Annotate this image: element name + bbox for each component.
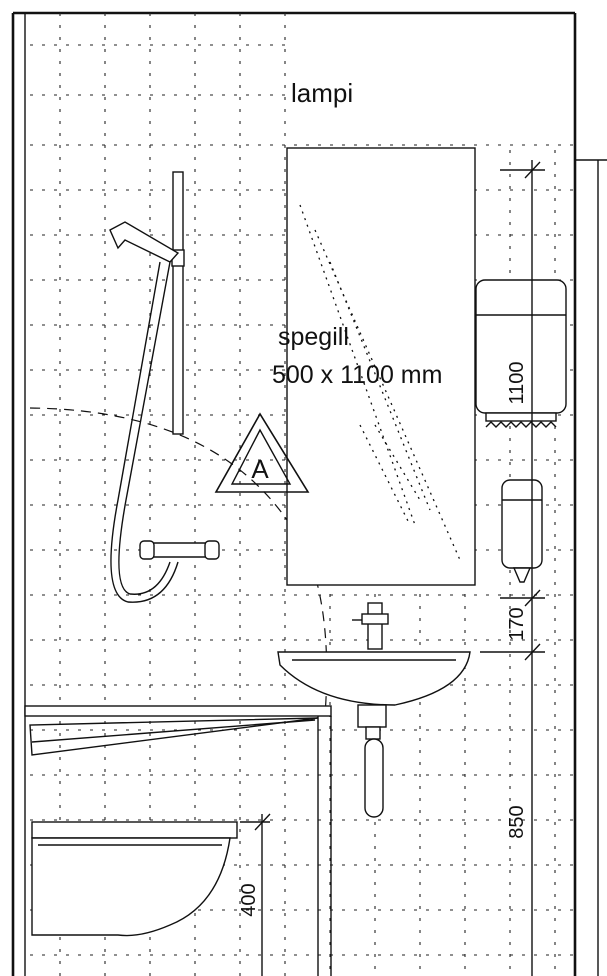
warning-triangle-icon: A [214, 412, 310, 493]
wall-frame [11, 11, 607, 976]
dim-basin-height: 850 [506, 805, 528, 838]
dimension-lines [240, 160, 545, 976]
mirror-label: spegill [278, 323, 349, 351]
wash-basin [277, 602, 471, 818]
mirror [286, 147, 476, 586]
mirror-size-label: 500 x 1100 mm [272, 361, 442, 389]
bench [24, 705, 332, 976]
wall-toilet [31, 821, 238, 937]
dim-toilet-height: 400 [238, 883, 260, 916]
dim-mirror-height: 1100 [506, 361, 528, 404]
lamp-label: lampi [291, 78, 353, 108]
door-swing-arc [29, 407, 328, 716]
shower-riser [109, 171, 185, 603]
tile-grid [30, 13, 575, 976]
dim-gap: 170 [506, 607, 528, 640]
paper-towel-dispenser [475, 279, 567, 428]
shower-mixer [139, 540, 220, 560]
soap-dispenser [501, 479, 543, 583]
symbol-label: A [251, 454, 269, 484]
